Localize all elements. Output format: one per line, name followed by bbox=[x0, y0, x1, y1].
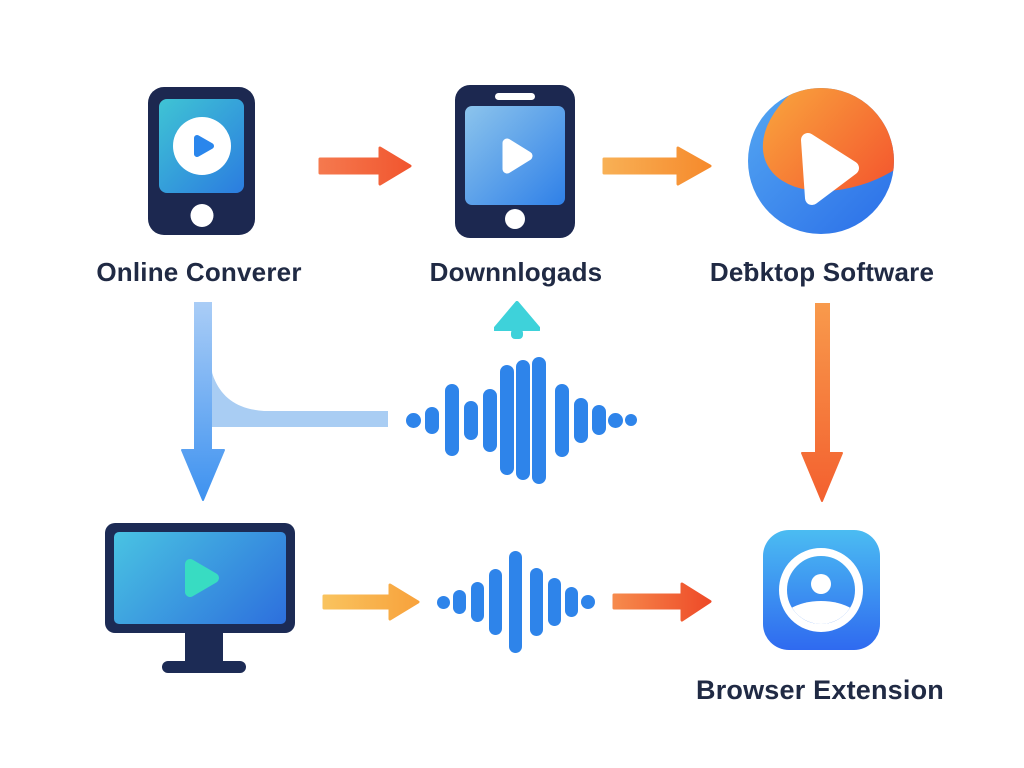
waveform-bar bbox=[464, 400, 478, 440]
branch-connector bbox=[206, 338, 388, 427]
waveform-bar bbox=[592, 405, 606, 435]
label-browser-extension: Browser Extension bbox=[696, 675, 944, 705]
tablet-play-icon bbox=[455, 85, 575, 238]
monitor-base bbox=[162, 661, 246, 673]
home-button-icon bbox=[505, 209, 525, 229]
monitor-screen bbox=[114, 532, 286, 624]
waveform-bar bbox=[607, 412, 623, 428]
arrow-up-icon bbox=[494, 301, 540, 339]
waveform-bar bbox=[483, 388, 497, 452]
monitor-play-icon bbox=[105, 523, 295, 633]
tablet-screen bbox=[465, 106, 565, 205]
waveform-bar bbox=[445, 384, 459, 456]
waveform-bar bbox=[529, 568, 543, 636]
waveform-bar bbox=[564, 587, 578, 617]
waveform-bar bbox=[488, 569, 502, 635]
smartphone-play-icon bbox=[148, 87, 255, 235]
arrow-down-icon bbox=[181, 302, 225, 501]
waveform-bar bbox=[508, 551, 522, 653]
speaker-bar-icon bbox=[495, 93, 535, 100]
play-triangle-icon bbox=[193, 135, 214, 157]
waveform-bar bbox=[532, 356, 546, 484]
label-downloads: Downnlogads bbox=[429, 257, 603, 287]
waveform-bar bbox=[555, 383, 569, 457]
play-button-icon bbox=[172, 117, 231, 175]
waveform-bar bbox=[574, 397, 588, 443]
monitor-stand bbox=[185, 632, 223, 663]
avatar-circle-icon bbox=[779, 548, 863, 632]
waveform-bar bbox=[500, 365, 514, 475]
waveform-bar bbox=[436, 595, 450, 609]
label-desktop-software: Deƀktop Software bbox=[709, 257, 935, 287]
arrow-right-icon bbox=[602, 146, 712, 186]
waveform-bar bbox=[470, 582, 484, 622]
waveform-bar bbox=[405, 412, 421, 428]
arrow-down-icon bbox=[801, 303, 843, 502]
play-triangle-icon bbox=[502, 138, 533, 173]
home-button-icon bbox=[190, 204, 213, 227]
phone-screen bbox=[159, 99, 244, 193]
waveform-bar bbox=[452, 590, 466, 614]
waveform-bar bbox=[547, 578, 561, 626]
waveform-bar bbox=[581, 595, 595, 609]
label-online-converter: Online Converer bbox=[96, 257, 302, 287]
waveform-bar bbox=[516, 360, 530, 480]
round-play-logo-icon bbox=[748, 88, 894, 234]
waveform-bar bbox=[625, 414, 637, 426]
browser-extension-avatar-icon bbox=[763, 530, 880, 650]
play-triangle-icon bbox=[185, 559, 219, 597]
arrow-right-icon bbox=[612, 582, 712, 622]
arrow-right-icon bbox=[318, 146, 412, 186]
arrow-right-icon bbox=[322, 583, 420, 621]
waveform-bar bbox=[425, 406, 439, 434]
